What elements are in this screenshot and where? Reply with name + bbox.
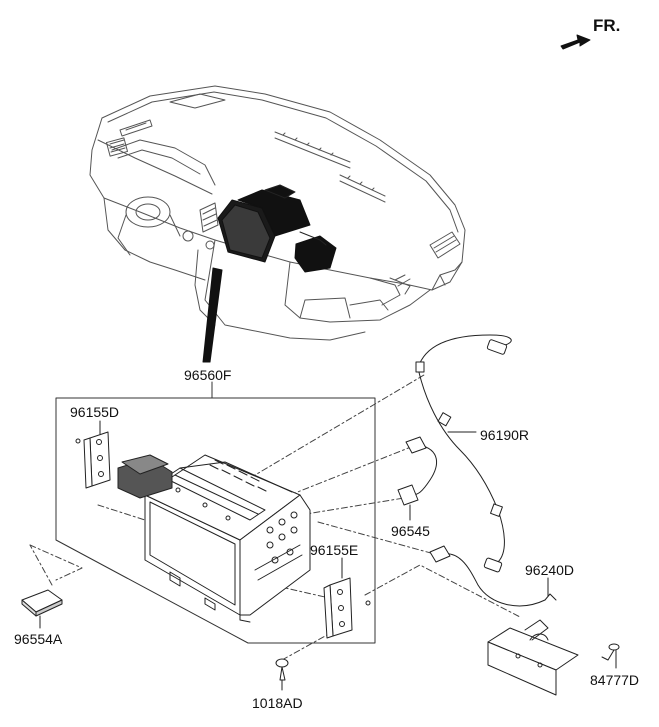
part-label-sd-card: 96554A [14, 631, 63, 647]
antenna-cable-drawing [429, 545, 557, 607]
assembly-box [55, 381, 376, 644]
usb-cable-drawing [415, 334, 512, 573]
front-direction-arrow-icon [560, 34, 591, 50]
bolt-drawing [601, 643, 620, 669]
part-label-bolt: 84777D [590, 672, 640, 688]
bracket-right-drawing [323, 557, 371, 639]
part-label-antenna-cable: 96240D [525, 562, 575, 578]
part-label-bracket-right: 96155E [310, 542, 359, 558]
part-label-screw: 1018AD [252, 695, 303, 711]
sd-card-drawing [21, 589, 63, 629]
antenna-bracket-drawing [487, 619, 579, 696]
part-label-usb-cable: 96190R [480, 427, 530, 443]
front-direction-label: FR. [593, 16, 621, 35]
screw-drawing [275, 658, 289, 691]
part-label-bracket-left: 96155D [70, 404, 120, 420]
head-unit-drawing [117, 454, 311, 623]
part-label-main-unit: 96560F [184, 367, 232, 383]
usb-jack-drawing [397, 436, 438, 521]
bracket-left-drawing [75, 420, 111, 489]
installed-unit-highlight [202, 184, 337, 363]
dashboard-illustration [89, 85, 466, 341]
part-label-usb-jack: 96545 [391, 523, 430, 539]
